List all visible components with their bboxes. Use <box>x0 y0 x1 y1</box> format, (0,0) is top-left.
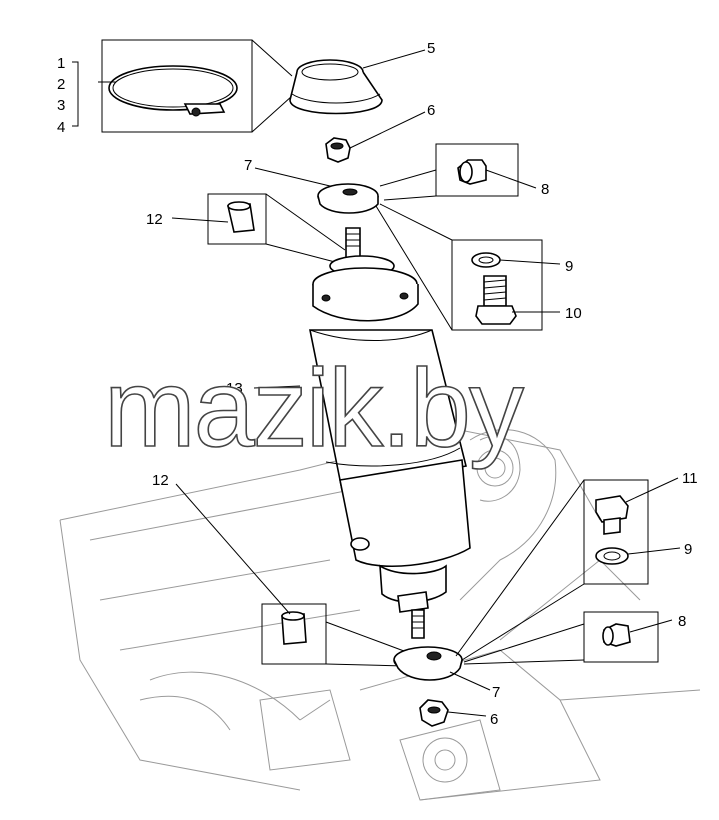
label-9-bottom: 9 <box>684 541 692 558</box>
label-13: 13 <box>226 380 243 397</box>
clamp-screw-housing <box>183 103 226 115</box>
label-5: 5 <box>427 40 435 57</box>
shock-absorber <box>253 227 471 639</box>
leader-6-top <box>349 111 426 149</box>
leader-9-bottom <box>627 547 681 555</box>
label-7-top: 7 <box>244 157 252 174</box>
label-11: 11 <box>682 470 698 487</box>
label-8-bottom: 8 <box>678 613 686 630</box>
label-12-top: 12 <box>146 211 163 228</box>
leader-7-top <box>254 167 331 187</box>
mount-disc-bottom <box>393 646 491 691</box>
label-1: 1 <box>57 55 65 72</box>
label-2: 2 <box>57 76 65 93</box>
hose-clamp-inner <box>112 68 234 108</box>
leader-6-bottom <box>447 711 487 717</box>
grease-fitting-top <box>379 143 537 201</box>
leader-13 <box>253 385 301 389</box>
leader-12-top <box>171 217 229 223</box>
protective-boot <box>289 49 426 115</box>
bushing-top <box>171 193 346 263</box>
hose-clamp <box>108 65 238 111</box>
grease-fitting-bottom <box>463 611 673 665</box>
clamp-group <box>72 39 293 133</box>
label-6-bottom: 6 <box>490 711 498 728</box>
mount-disc-top <box>254 167 379 214</box>
leader-8-bottom <box>629 619 673 633</box>
label-4: 4 <box>57 119 65 136</box>
watermark: mazik.by <box>104 347 524 470</box>
callout-labels: 1 2 3 4 5 6 7 8 9 10 12 13 12 11 9 8 7 6 <box>57 40 698 728</box>
bushing-bottom <box>175 483 413 667</box>
bolt-washer-top <box>375 203 561 331</box>
leader-11 <box>625 477 679 503</box>
clamp-bracket <box>72 61 79 127</box>
label-10: 10 <box>565 305 582 322</box>
leader-12-bottom <box>175 483 291 615</box>
clamp-screw <box>191 107 201 117</box>
label-12-bottom: 12 <box>152 472 169 489</box>
leader-9-top <box>499 259 561 265</box>
leader-7-bottom <box>449 671 491 691</box>
leader-5 <box>362 49 426 69</box>
bolt-washer-bottom <box>455 477 681 661</box>
nut-bottom <box>419 699 487 727</box>
label-8-top: 8 <box>541 181 549 198</box>
label-9-top: 9 <box>565 258 573 275</box>
clamp-group-leader <box>251 39 293 133</box>
leader-8-top <box>485 169 537 189</box>
nut-top <box>325 111 426 163</box>
label-7-bottom: 7 <box>492 684 500 701</box>
clamp-group-frame <box>101 39 253 133</box>
label-3: 3 <box>57 97 65 114</box>
label-6-top: 6 <box>427 102 435 119</box>
